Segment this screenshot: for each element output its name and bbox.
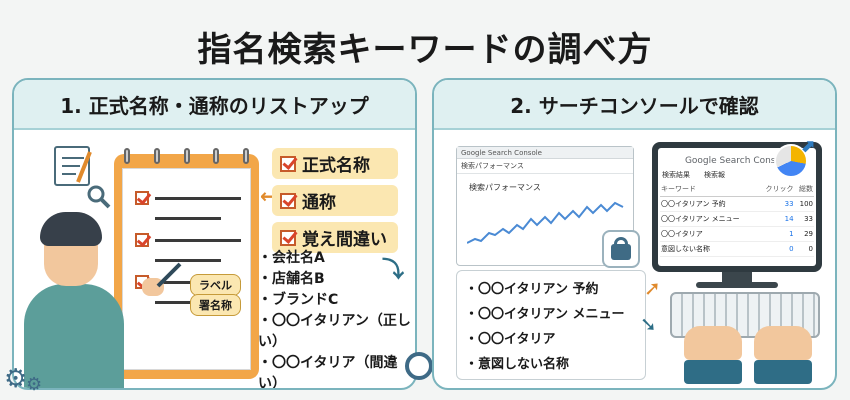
list-item: ・意図しない名称 — [465, 357, 570, 372]
performance-label: 検索パフォーマンス — [469, 183, 541, 192]
sleeve-right — [754, 360, 812, 384]
list-item: ・〇〇イタリア（間違い） — [258, 355, 398, 390]
curved-arrow-icon: ⤵ — [382, 258, 405, 283]
window-title: Google Search Console — [457, 147, 633, 159]
table-row: 〇〇イタリアン 予約 33 100 — [660, 196, 814, 212]
person-illustration — [24, 284, 124, 388]
arrow-right-icon: ➚ — [644, 276, 661, 300]
checkbox-icon — [135, 191, 149, 205]
sleeve-left — [684, 360, 742, 384]
up-arrow-icon: ⬈ — [800, 136, 816, 157]
tag-nickname: 通称 — [272, 185, 398, 216]
magnifier-icon — [405, 352, 433, 380]
column-header: キーワード — [660, 182, 759, 197]
checkbox-icon — [280, 192, 296, 209]
list-item: ・〇〇イタリアン（正しい） — [258, 313, 411, 350]
name-types-list: 正式名称 通称 覚え間違い — [272, 148, 398, 259]
list-item: ・会社名A — [258, 250, 325, 266]
table-row: 〇〇イタリア 1 29 — [660, 226, 814, 242]
bubble-label: ラベル — [190, 274, 241, 296]
search-icon — [87, 185, 111, 209]
column-header: 総数 — [794, 182, 814, 197]
pen-icon — [156, 262, 182, 288]
list-item: ・ブランドC — [258, 292, 339, 308]
column-header: クリック — [758, 182, 795, 197]
gear-icon: ⚙ — [4, 364, 28, 394]
keyword-list: ・〇〇イタリアン 予約 ・〇〇イタリアン メニュー ・〇〇イタリア ・意図しない… — [456, 270, 646, 380]
tag-official-name: 正式名称 — [272, 148, 398, 179]
performance-line-chart — [467, 201, 624, 244]
hand-right — [754, 326, 812, 360]
list-item: ・〇〇イタリア — [465, 332, 556, 347]
window-tab: 検索パフォーマンス — [457, 159, 633, 174]
person-hair — [40, 212, 102, 246]
gear-icon: ⚙ — [26, 374, 43, 395]
shop-icon — [602, 230, 640, 268]
list-item: ・〇〇イタリアン メニュー — [465, 307, 625, 322]
left-panel-heading: 1. 正式名称・通称のリストアップ — [14, 80, 415, 130]
monitor-stand — [722, 272, 752, 284]
tag-misspelling: 覚え間違い — [272, 222, 398, 253]
table-row: 〇〇イタリアン メニュー 14 33 — [660, 211, 814, 227]
table-row: 意図しない名称 0 0 — [660, 241, 814, 257]
checklist-clipboard — [114, 148, 259, 379]
list-item: ・〇〇イタリアン 予約 — [465, 282, 599, 297]
tab-search[interactable]: 検索報 — [704, 171, 725, 179]
examples-list: ・会社名A ・店舗名B ・ブランドC ・〇〇イタリアン（正しい） ・〇〇イタリア… — [258, 248, 415, 390]
pie-chart-icon — [774, 144, 808, 178]
checkbox-icon — [135, 233, 149, 247]
checkbox-icon — [280, 229, 296, 246]
keyword-table: キーワード クリック 総数 〇〇イタリアン 予約 33 100 〇〇イタリアン … — [660, 182, 814, 257]
right-panel-heading: 2. サーチコンソールで確認 — [434, 80, 835, 130]
page-title: 指名検索キーワードの調べ方 — [197, 30, 653, 70]
app-logo: Google Search Console — [684, 156, 790, 166]
checkbox-icon — [280, 155, 296, 172]
tab-results[interactable]: 検索結果 — [662, 171, 690, 179]
left-panel: 1. 正式名称・通称のリストアップ ラベル 署名称 ← — [12, 78, 417, 390]
list-item: ・店舗名B — [258, 271, 325, 287]
right-panel: 2. サーチコンソールで確認 Google Search Console 検索パ… — [432, 78, 837, 390]
hand-left — [684, 326, 742, 360]
notepad-icon — [54, 146, 92, 186]
bubble-label: 署名称 — [190, 294, 241, 316]
hand-with-pen — [142, 278, 164, 296]
arrow-right-icon: ➘ — [640, 312, 657, 336]
monitor-base — [696, 282, 778, 288]
